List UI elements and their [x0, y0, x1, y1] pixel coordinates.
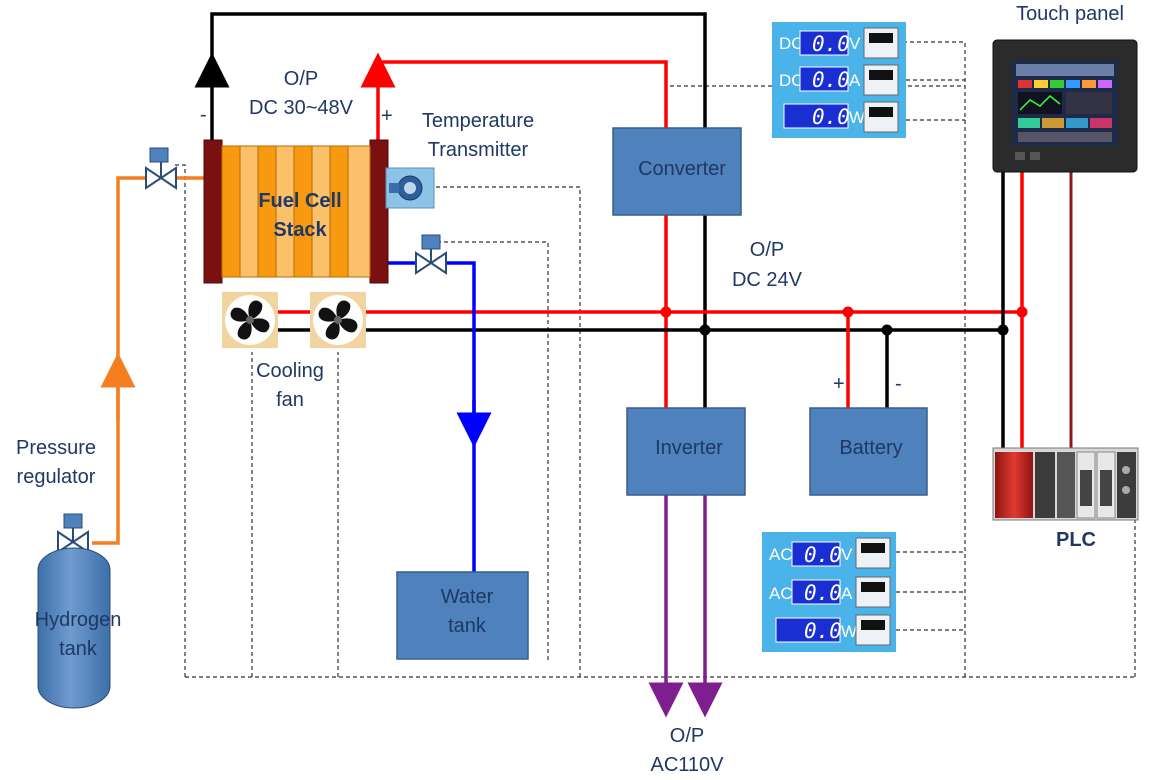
cooling-fan-label-line2: fan	[276, 389, 304, 411]
dc-meter-value: 0.0	[812, 68, 850, 92]
temperature-transmitter-icon	[385, 167, 435, 209]
battery-label: Battery	[839, 437, 902, 459]
touch-panel-device	[992, 39, 1138, 173]
dc-meter-value: 0.0	[812, 32, 850, 56]
plc-label: PLC	[1056, 529, 1096, 551]
dc24-output-label-line2: DC 24V	[732, 269, 803, 291]
ac-meter-unit: A	[841, 584, 853, 603]
water-valve-icon	[415, 234, 447, 275]
water-tank-box: Water tank	[396, 571, 529, 660]
dc-meter-prefix: DC	[779, 34, 804, 53]
stack-minus-label: -	[200, 104, 207, 126]
stack-plus-label: +	[381, 105, 393, 127]
ac-meter-unit: V	[841, 545, 853, 564]
fuel-cell-label-line2: Stack	[273, 219, 327, 241]
cooling-fan-icon	[222, 292, 278, 348]
temperature-transmitter-label-line2: Transmitter	[428, 139, 529, 161]
battery-minus-label: -	[895, 373, 902, 395]
dc24-output-label-line1: O/P	[750, 239, 784, 261]
dc-meter-value: 0.0	[812, 105, 850, 129]
ac-meter-value: 0.0	[804, 581, 842, 605]
water-tank-label-line2: tank	[448, 615, 487, 637]
dc-meter-unit: W	[849, 108, 865, 127]
pressure-regulator-label-line1: Pressure	[16, 437, 96, 459]
ac-meter-value: 0.0	[804, 543, 842, 567]
tank-valve-icon	[57, 513, 89, 554]
converter-box: Converter	[612, 127, 742, 216]
ac-output-label-line1: O/P	[670, 725, 704, 747]
ac-meter-value: 0.0	[804, 619, 842, 643]
touch-panel-label: Touch panel	[1016, 3, 1124, 25]
converter-label: Converter	[638, 158, 726, 180]
cooling-fan-label-line1: Cooling	[256, 360, 324, 382]
inverter-box: Inverter	[626, 407, 746, 496]
battery-box: Battery	[809, 407, 928, 496]
dc-meter-panel: DC 0.0 V DC 0.0 A 0.0 W	[772, 22, 906, 138]
hydrogen-tank-label-line2: tank	[59, 638, 98, 660]
hydrogen-tank: Hydrogen tank	[35, 547, 122, 709]
cooling-fan-icon	[310, 292, 366, 348]
dc-meter-unit: A	[849, 71, 861, 90]
ac-output-label-line2: AC110V	[650, 754, 724, 776]
inverter-label: Inverter	[655, 437, 723, 459]
plc-device	[992, 447, 1139, 521]
fuel-cell-label-line1: Fuel Cell	[258, 190, 341, 212]
water-tank-label-line1: Water	[441, 586, 494, 608]
dc-meter-unit: V	[849, 34, 861, 53]
hydrogen-valve-icon	[145, 147, 177, 190]
ac-meter-prefix: AC	[769, 545, 793, 564]
ac-meter-panel: AC 0.0 V AC 0.0 A 0.0 W	[762, 532, 896, 652]
fuel-cell-stack: Fuel Cell Stack	[203, 139, 389, 284]
dc-meter-prefix: DC	[779, 71, 804, 90]
ac-meter-unit: W	[841, 622, 857, 641]
hydrogen-tank-label-line1: Hydrogen	[35, 609, 122, 631]
temperature-transmitter-label-line1: Temperature	[422, 110, 534, 132]
stack-output-label-line2: DC 30~48V	[249, 97, 354, 119]
stack-output-label-line1: O/P	[284, 68, 318, 90]
power-lines	[92, 12, 1073, 718]
battery-plus-label: +	[833, 373, 845, 395]
pressure-regulator-label-line2: regulator	[17, 466, 96, 488]
ac-meter-prefix: AC	[769, 584, 793, 603]
